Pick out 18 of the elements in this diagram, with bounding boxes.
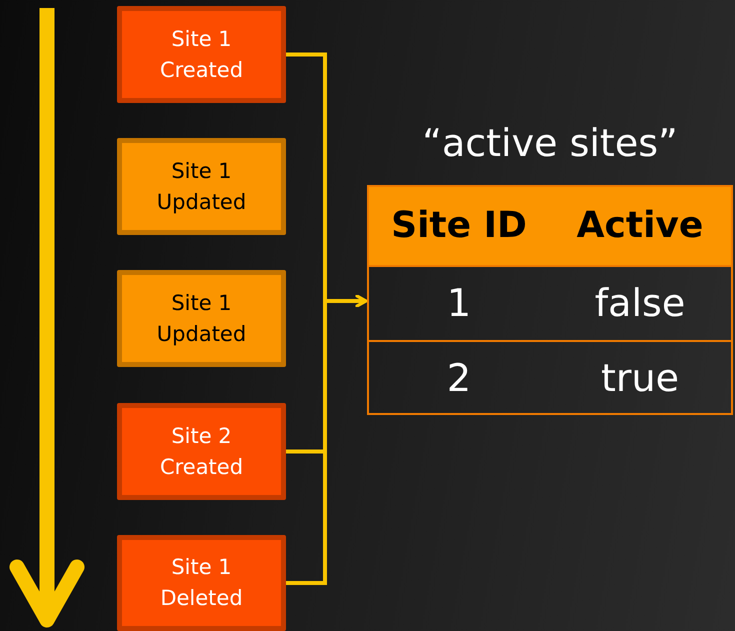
table-cell-text: 2	[446, 355, 472, 402]
event-label: Site 2 Created	[158, 422, 244, 480]
event-box	[117, 403, 286, 500]
column-header: Site ID	[390, 204, 528, 248]
column-header: Active	[576, 204, 704, 248]
table-cell-text: true	[600, 355, 680, 402]
event-label: Site 1 Updated	[156, 290, 248, 348]
event-label: Site 1 Created	[158, 26, 244, 84]
table-cell-text: false	[594, 280, 686, 327]
event-box	[117, 6, 286, 103]
table-title: “active sites”	[421, 120, 679, 167]
table-cell-text: 1	[446, 280, 472, 327]
event-box	[117, 270, 286, 367]
event-label: Site 1 Updated	[156, 158, 248, 216]
event-box	[117, 138, 286, 235]
event-label: Site 1 Deleted	[159, 554, 244, 612]
connector-arrow	[286, 294, 368, 585]
event-box	[117, 535, 286, 631]
